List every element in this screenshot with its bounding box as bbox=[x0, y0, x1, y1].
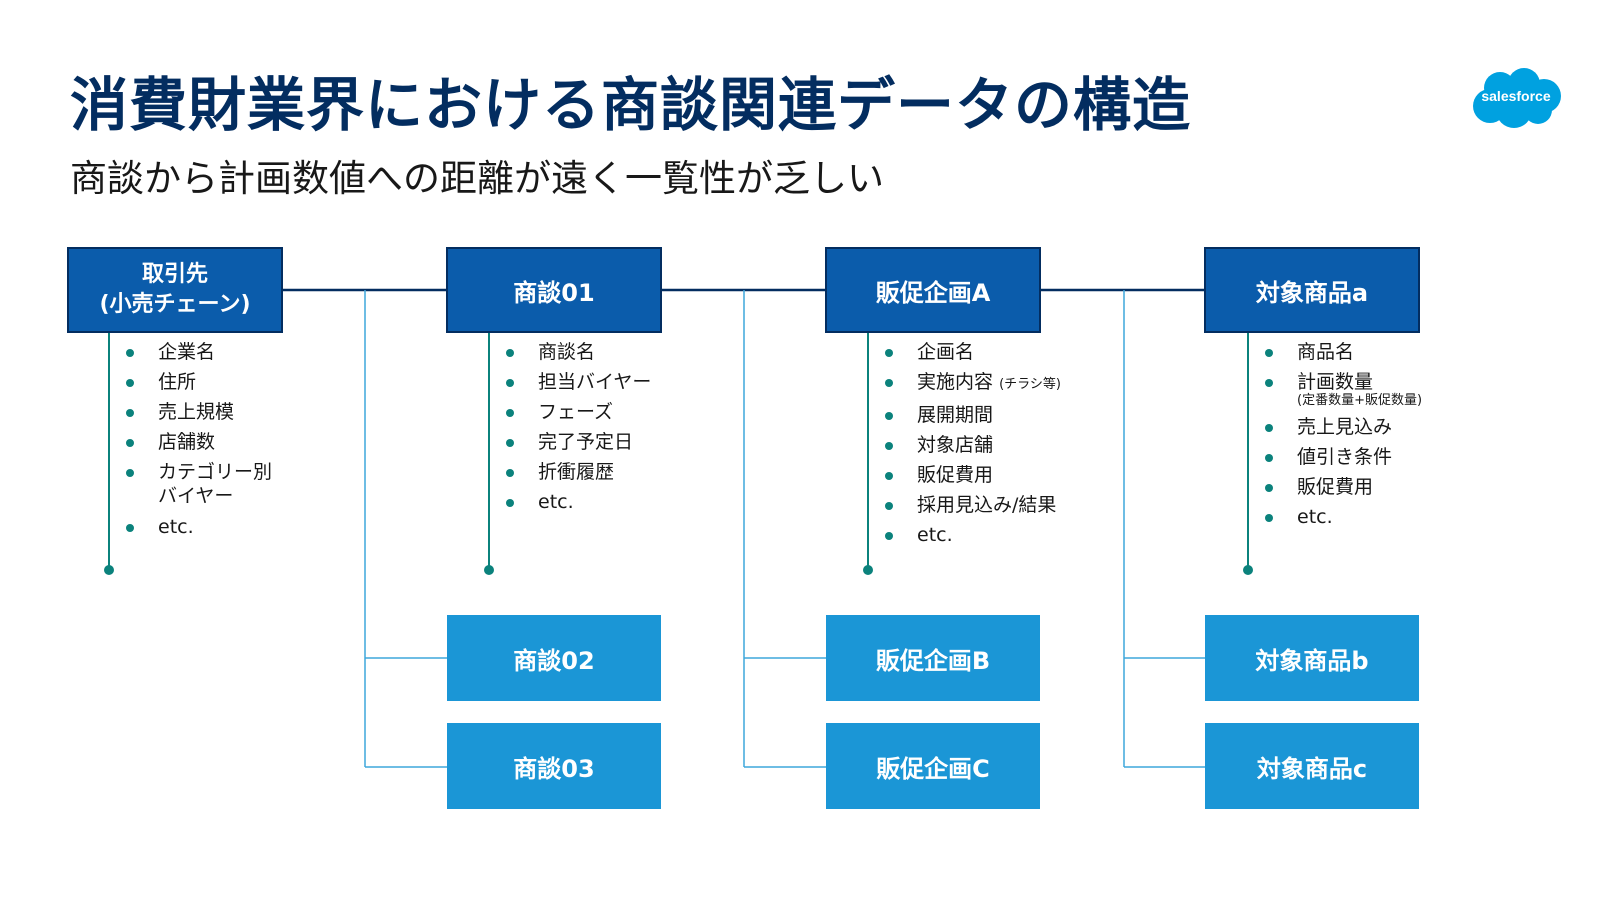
product-main-box: 対象商品a bbox=[1204, 247, 1420, 333]
salesforce-logo-text: salesforce bbox=[1481, 88, 1551, 104]
list-item: 完了予定日 bbox=[506, 427, 651, 457]
list-item: 対象店舗 bbox=[885, 430, 1061, 460]
list-item-subnote: (定番数量+販促数量) bbox=[1297, 393, 1423, 408]
account-box-line1: 取引先 bbox=[141, 262, 208, 287]
list-item: 実施内容 (チラシ等) bbox=[885, 367, 1061, 400]
deal-sub-box: 商談03 bbox=[447, 723, 661, 809]
deal-main-box: 商談01 bbox=[446, 247, 662, 333]
list-item-line1: カテゴリー別 bbox=[158, 461, 273, 483]
list-item: 折衝履歴 bbox=[506, 457, 651, 487]
list-item: etc. bbox=[126, 512, 272, 542]
list-item-line2: バイヤー bbox=[158, 485, 234, 507]
list-item: etc. bbox=[506, 487, 651, 517]
promo-attribute-list: 企画名 実施内容 (チラシ等) 展開期間 対象店舗 販促費用 採用見込み/結果 … bbox=[885, 337, 1061, 550]
list-item: 計画数量 (定番数量+販促数量) bbox=[1265, 367, 1422, 412]
account-box: 取引先 (小売チェーン) bbox=[67, 247, 283, 333]
list-item-text: 実施内容 bbox=[917, 371, 994, 393]
list-item: フェーズ bbox=[506, 397, 651, 427]
promo-sub-box: 販促企画B bbox=[826, 615, 1040, 701]
list-item-text: 計画数量 bbox=[1297, 371, 1374, 393]
account-attribute-list: 企業名 住所 売上規模 店舗数 カテゴリー別 バイヤー etc. bbox=[126, 337, 272, 542]
list-item: 商品名 bbox=[1265, 337, 1422, 367]
product-sub-box: 対象商品c bbox=[1205, 723, 1419, 809]
account-box-line2: (小売チェーン) bbox=[99, 292, 251, 317]
list-item-note: (チラシ等) bbox=[999, 377, 1061, 392]
list-item: 採用見込み/結果 bbox=[885, 490, 1061, 520]
list-item: 担当バイヤー bbox=[506, 367, 651, 397]
promo-sub-box: 販促企画C bbox=[826, 723, 1040, 809]
list-item: 企業名 bbox=[126, 337, 272, 367]
list-item: 企画名 bbox=[885, 337, 1061, 367]
list-item: etc. bbox=[1265, 502, 1422, 532]
promo-main-box: 販促企画A bbox=[825, 247, 1041, 333]
list-item: 売上見込み bbox=[1265, 412, 1422, 442]
deal-sub-box: 商談02 bbox=[447, 615, 661, 701]
salesforce-cloud-icon bbox=[1473, 68, 1561, 128]
list-item: カテゴリー別 バイヤー bbox=[126, 457, 272, 512]
page-subtitle: 商談から計画数値への距離が遠く一覧性が乏しい bbox=[70, 157, 884, 200]
list-item: 販促費用 bbox=[1265, 472, 1422, 502]
page-title: 消費財業界における商談関連データの構造 bbox=[70, 71, 1192, 139]
list-item: 展開期間 bbox=[885, 400, 1061, 430]
list-item: etc. bbox=[885, 520, 1061, 550]
list-item: 商談名 bbox=[506, 337, 651, 367]
list-item: 売上規模 bbox=[126, 397, 272, 427]
deal-attribute-list: 商談名 担当バイヤー フェーズ 完了予定日 折衝履歴 etc. bbox=[506, 337, 651, 517]
product-attribute-list: 商品名 計画数量 (定番数量+販促数量) 売上見込み 値引き条件 販促費用 et… bbox=[1265, 337, 1422, 532]
list-item: 値引き条件 bbox=[1265, 442, 1422, 472]
list-item: 販促費用 bbox=[885, 460, 1061, 490]
product-sub-box: 対象商品b bbox=[1205, 615, 1419, 701]
list-item: 店舗数 bbox=[126, 427, 272, 457]
list-item: 住所 bbox=[126, 367, 272, 397]
